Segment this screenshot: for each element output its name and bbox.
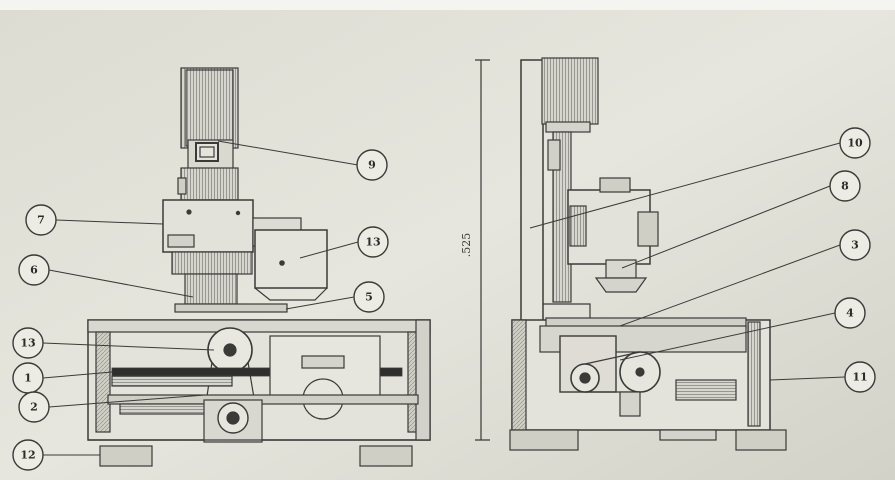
side-view	[475, 57, 787, 451]
callout-9: 9	[368, 159, 376, 172]
callout-circle-11	[844, 361, 876, 393]
callout-circle-9	[356, 149, 388, 181]
callout-6: 6	[30, 264, 38, 277]
callout-circle-10	[839, 127, 871, 159]
front-view	[87, 67, 431, 467]
callout-11: 11	[852, 371, 867, 384]
callout-circle-2	[18, 391, 50, 423]
dimension-label: .525	[460, 233, 473, 258]
callout-circle-4	[834, 297, 866, 329]
callout-5: 5	[365, 291, 373, 304]
callout-10: 10	[847, 137, 863, 150]
callout-circle-8	[829, 170, 861, 202]
callout-circle-6	[18, 254, 50, 286]
callout-circle-3	[839, 229, 871, 261]
callout-12: 12	[20, 449, 35, 462]
callout-circle-12	[12, 439, 44, 471]
callout-8: 8	[841, 180, 849, 193]
callout-circle-13a	[357, 226, 389, 258]
callout-circle-5	[353, 281, 385, 313]
callout-7: 7	[37, 214, 45, 227]
callout-13a: 13	[365, 236, 380, 249]
callout-13b: 13	[20, 337, 35, 350]
callout-circles	[12, 127, 876, 471]
callout-labels: 9 7 13 6 5 13 1 2 12 10 8 3 4 11	[20, 137, 867, 462]
callout-3: 3	[851, 239, 859, 252]
callout-circle-13b	[12, 327, 44, 359]
leader-lines	[42, 140, 846, 456]
callout-circle-7	[25, 204, 57, 236]
callout-1: 1	[24, 372, 32, 385]
callout-4: 4	[846, 307, 854, 320]
callout-2: 2	[30, 401, 38, 414]
page-edge	[0, 0, 895, 10]
